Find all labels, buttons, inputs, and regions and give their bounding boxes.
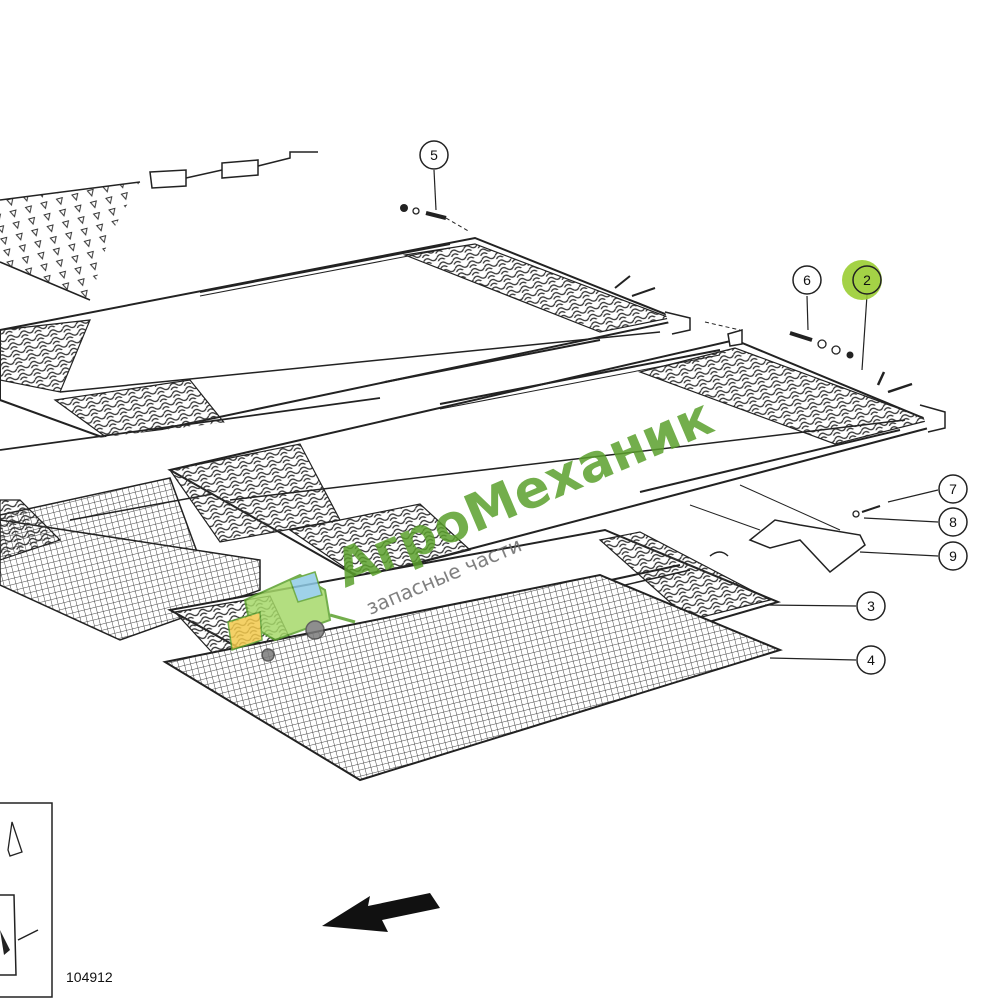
callout-3: 3 (856, 591, 886, 621)
orientation-inset (0, 802, 53, 998)
callout-8-circle (938, 507, 968, 537)
leader-lines (433, 169, 939, 661)
callout-4: 4 (856, 645, 886, 675)
callout-2-highlight (842, 260, 882, 300)
callout-3-label: 3 (867, 598, 875, 614)
callout-2-circle (852, 265, 882, 295)
callout-7-label: 7 (949, 481, 957, 497)
callout-7-circle (938, 474, 968, 504)
callout-6-circle (792, 265, 822, 295)
callout-6-label: 6 (803, 272, 811, 288)
callout-9: 9 (938, 541, 968, 571)
upper-perforated-sieve (0, 151, 318, 301)
screen-part-4 (162, 573, 783, 782)
callout-2: 2 (842, 260, 882, 300)
callout-7: 7 (938, 474, 968, 504)
bracket-part-9 (689, 484, 866, 574)
callout-9-label: 9 (949, 548, 957, 564)
direction-arrow (322, 893, 440, 932)
drawing-number: 104912 (66, 969, 113, 985)
callout-6: 6 (792, 265, 822, 295)
callout-5: 5 (419, 140, 449, 170)
sieve-frame-part-2 (167, 329, 946, 580)
callout-8-label: 8 (949, 514, 957, 530)
callout-2-label: 2 (863, 272, 871, 288)
combine-harvester-icon (227, 571, 356, 662)
callout-4-label: 4 (867, 652, 875, 668)
callout-8: 8 (938, 507, 968, 537)
fasteners (400, 204, 881, 518)
callout-4-circle (856, 645, 886, 675)
callout-9-circle (938, 541, 968, 571)
callout-5-circle (419, 140, 449, 170)
callout-5-label: 5 (430, 147, 438, 163)
callout-3-circle (856, 591, 886, 621)
